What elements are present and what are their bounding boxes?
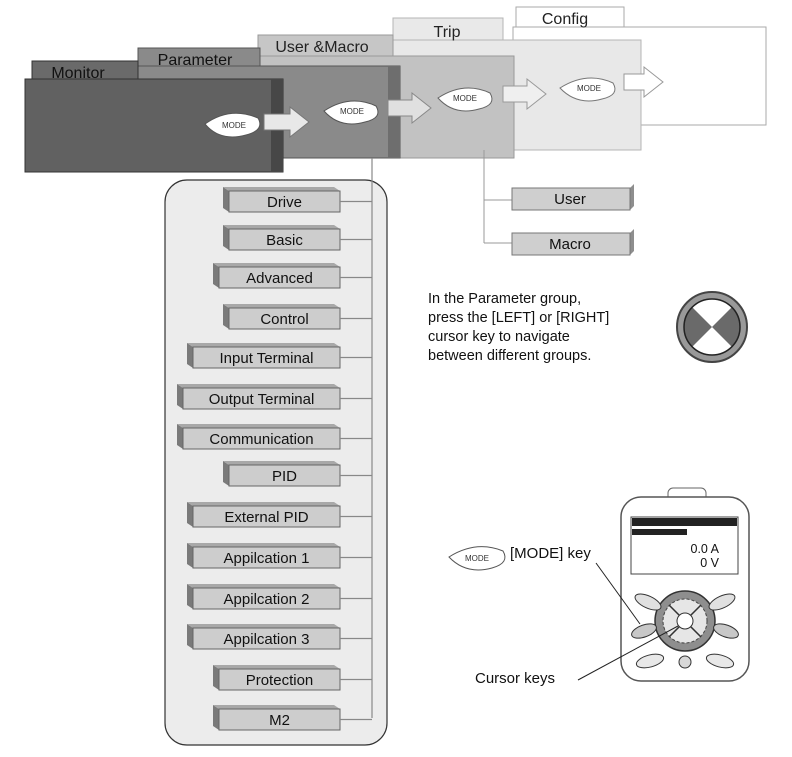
next-group-arrow-icon [502,77,547,111]
mode-key-label: MODE [453,94,477,103]
keypad-mode-key[interactable] [630,621,659,641]
keypad-device: 0.0 A 0 V [620,487,750,682]
keypad-display-voltage: 0 V [700,556,719,570]
parameter-group-item: Output Terminal [177,384,372,410]
next-group-arrow-icon [263,105,310,139]
parameter-group-item: M2 [213,705,372,731]
user-macro-label: Macro [549,236,591,253]
parameter-group-item: Appilcation 1 [187,543,372,569]
parameter-group-label: External PID [224,509,308,526]
instruction-line: between different groups. [428,348,592,364]
parameter-group-label: Basic [266,232,303,249]
next-group-arrow-icon [623,65,664,99]
parameter-group-label: Appilcation 3 [224,631,310,648]
cursor-key-icon [676,291,748,363]
parameter-group-item: Input Terminal [187,343,372,369]
mode-key-icon: MODE [559,77,616,102]
parameter-group-item: PID [223,461,372,487]
parameter-group-label: Communication [209,431,313,448]
parameter-group-label: Advanced [246,270,313,287]
parameter-group-item: Protection [213,665,372,691]
user-macro-label: User [554,191,586,208]
mode-tab-label-trip: Trip [434,24,461,41]
user-macro-group-macro: Macro [511,229,634,256]
user-macro-group-user: User [511,184,634,211]
mode-key-label: MODE [340,107,364,116]
mode-key-icon: MODE [204,112,261,138]
instruction-text: In the Parameter group, press the [LEFT]… [428,290,688,366]
instruction-line: cursor key to navigate [428,329,570,345]
keypad-display-current: 0.0 A [691,542,720,556]
mode-tab-label-parameter: Parameter [158,52,233,69]
cursor-keys-callout: Cursor keys [475,670,555,687]
parameter-group-item: Advanced [213,263,372,289]
parameter-group-label: Output Terminal [209,391,315,408]
parameter-group-item: Control [223,304,372,330]
mode-key-callout-icon: MODE [448,546,506,571]
mode-tab-label-user-macro: User &Macro [275,39,368,56]
parameter-group-item: External PID [187,502,372,528]
mode-key-label: MODE [465,554,489,563]
parameter-group-label: Appilcation 1 [224,550,310,567]
parameter-group-item: Communication [177,424,372,450]
mode-tab-label-monitor: Monitor [51,65,105,82]
parameter-group-label: PID [272,468,297,485]
instruction-line: press the [LEFT] or [RIGHT] [428,310,610,326]
parameter-group-label: Input Terminal [220,350,314,367]
mode-key-callout: [MODE] key [510,545,591,562]
mode-tab-label-config: Config [542,11,588,28]
next-group-arrow-icon [387,91,432,125]
mode-key-icon: MODE [437,87,493,112]
parameter-group-item: Drive [223,187,372,213]
parameter-group-label: Drive [267,194,302,211]
parameter-group-label: Appilcation 2 [224,591,310,608]
mode-key-leader-line [595,562,641,625]
user-macro-branch [483,150,512,244]
mode-key-label: MODE [577,84,601,93]
instruction-line: In the Parameter group, [428,291,582,307]
parameter-group-label: M2 [269,712,290,729]
parameter-group-label: Protection [246,672,314,689]
parameter-group-item: Appilcation 2 [187,584,372,610]
cursor-keys-leader-line [577,625,679,681]
parameter-group-item: Appilcation 3 [187,624,372,650]
parameter-group-label: Control [260,311,308,328]
mode-key-icon: MODE [323,100,379,125]
mode-key-label: MODE [222,121,246,130]
parameter-group-item: Basic [223,225,372,251]
